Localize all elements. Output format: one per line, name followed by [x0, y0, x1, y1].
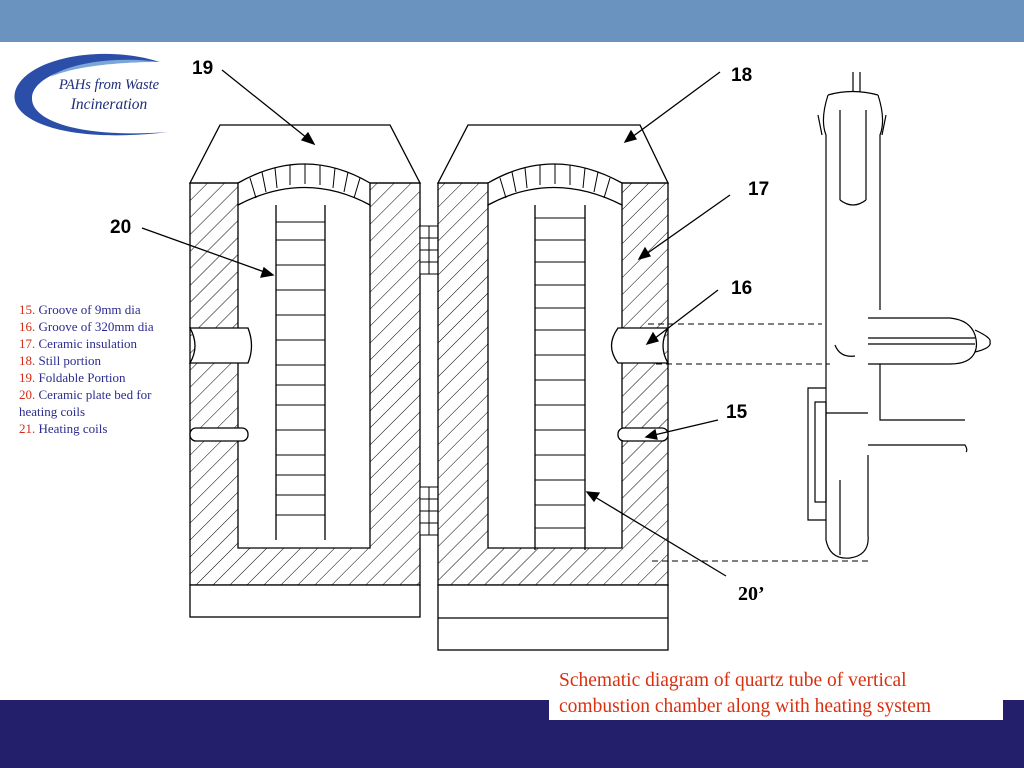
- top-banner: [0, 0, 1024, 42]
- logo-line-2: Incineration: [70, 96, 148, 113]
- leader-arrow: [141, 69, 731, 577]
- legend: 15. Groove of 9mm dia 16. Groove of 320m…: [19, 301, 159, 437]
- diagram-caption: Schematic diagram of quartz tube of vert…: [549, 664, 1003, 720]
- logo-swoosh-icon: [14, 53, 169, 136]
- guide-line: [648, 323, 872, 562]
- logo-text: PAHs from Waste Incineration: [44, 76, 174, 114]
- legend-item: 17. Ceramic insulation: [19, 336, 138, 351]
- quartz-tube: [807, 72, 991, 559]
- callout-15: 15: [726, 402, 748, 423]
- right-chamber-half: [436, 124, 670, 651]
- legend-item: 21. Heating coils: [19, 421, 108, 436]
- callout-20-prime: 20’: [738, 583, 765, 605]
- left-chamber-half: [188, 124, 422, 618]
- hinge: [419, 225, 439, 536]
- legend-item: 20. Ceramic plate bed for heating coils: [19, 387, 152, 419]
- callout-19: 19: [192, 58, 213, 79]
- legend-item: 15. Groove of 9mm dia: [19, 302, 141, 317]
- legend-item: 18. Still portion: [19, 353, 101, 368]
- callout-17: 17: [748, 179, 769, 200]
- callout-20: 20: [110, 217, 131, 238]
- callout-16: 16: [731, 278, 752, 299]
- legend-item: 19. Foldable Portion: [19, 370, 126, 385]
- legend-item: 16. Groove of 320mm dia: [19, 319, 154, 334]
- logo-line-1: PAHs from Waste: [58, 77, 160, 93]
- callout-18: 18: [731, 65, 752, 86]
